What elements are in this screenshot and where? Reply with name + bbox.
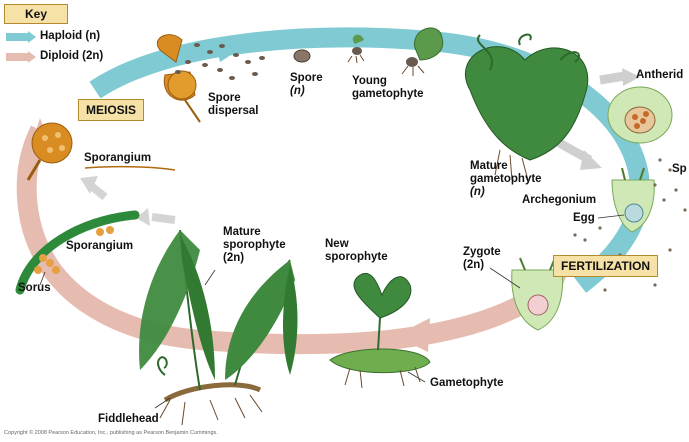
- label-sporangium-top: Sporangium: [84, 152, 152, 164]
- label-young-gametophyte-line2: gametophyte: [352, 88, 424, 100]
- key-diploid-label: Diploid (2n): [40, 50, 104, 62]
- leader-fiddlehead: [154, 397, 171, 409]
- archegonium-illustration: [611, 167, 655, 233]
- mature-sporophyte-illustration: [139, 229, 298, 426]
- dispersing-spores: [175, 43, 265, 80]
- label-mature-sporophyte-line2: sporophyte: [223, 239, 286, 251]
- label-mature-sporophyte-line1: Mature: [223, 226, 261, 238]
- leader-zygote: [489, 267, 521, 289]
- label-spore-line2: (n): [290, 85, 305, 97]
- diploid-arrow-icon: [6, 51, 36, 63]
- young-gametophyte-large: [401, 27, 444, 76]
- bursting-sporangium: [157, 34, 201, 123]
- leader-egg: [597, 214, 625, 219]
- copyright-notice: Copyright © 2008 Pearson Education, Inc.…: [4, 430, 218, 436]
- diploid-arrowhead-bottom: [395, 318, 430, 352]
- new-sporophyte-illustration: [329, 272, 431, 389]
- frond-with-sori: [15, 210, 140, 295]
- key-title: Key: [4, 4, 68, 24]
- label-spore-dispersal-line2: dispersal: [208, 105, 259, 117]
- label-sporangium-left: Sporangium: [66, 240, 134, 252]
- label-new-sporophyte-line1: New: [325, 238, 349, 250]
- mature-gametophyte-illustration: [464, 33, 588, 181]
- label-gametophyte: Gametophyte: [430, 377, 504, 389]
- grey-arrow-archegonium-head: [580, 150, 602, 170]
- leader-gametophyte: [407, 371, 426, 383]
- grey-arrow-antheridium-head: [622, 68, 640, 86]
- label-archegonium: Archegonium: [522, 194, 597, 206]
- label-mature-gametophyte-line3: (n): [470, 186, 485, 198]
- haploid-arrow-icon: [6, 31, 36, 43]
- label-fiddlehead: Fiddlehead: [98, 413, 159, 425]
- fertilization-box: FERTILIZATION: [553, 255, 659, 277]
- antheridium-illustration: [607, 86, 673, 144]
- label-new-sporophyte-line2: sporophyte: [325, 251, 388, 263]
- label-spore-dispersal-line1: Spore: [208, 92, 241, 104]
- grey-arrow-sorus-head: [136, 208, 150, 226]
- label-sperm: Sp: [672, 163, 687, 175]
- grey-arrow-sporangium-head: [80, 176, 98, 194]
- label-antheridium: Antherid: [636, 69, 684, 81]
- zygote-illustration: [511, 257, 564, 331]
- label-sorus: Sorus: [18, 282, 51, 294]
- grey-arrow-sorus: [151, 213, 176, 224]
- sporangium-cluster: [26, 122, 73, 181]
- label-zygote-line2: (2n): [463, 259, 485, 271]
- label-egg: Egg: [573, 212, 595, 224]
- label-zygote-line1: Zygote: [463, 246, 501, 258]
- young-gametophyte-small: [347, 34, 365, 64]
- key-haploid-label: Haploid (n): [40, 30, 101, 42]
- label-young-gametophyte-line1: Young: [352, 75, 387, 87]
- label-mature-gametophyte-line1: Mature: [470, 160, 508, 172]
- label-spore-line1: Spore: [290, 72, 323, 84]
- label-mature-gametophyte-line2: gametophyte: [470, 173, 542, 185]
- label-mature-sporophyte-line3: (2n): [223, 252, 245, 264]
- leader-mature-sporophyte: [204, 269, 216, 286]
- grey-arrow-antheridium: [599, 71, 626, 85]
- sporangium-underline: [84, 165, 176, 171]
- meiosis-box: MEIOSIS: [78, 99, 145, 121]
- spore-illustration: [293, 49, 311, 63]
